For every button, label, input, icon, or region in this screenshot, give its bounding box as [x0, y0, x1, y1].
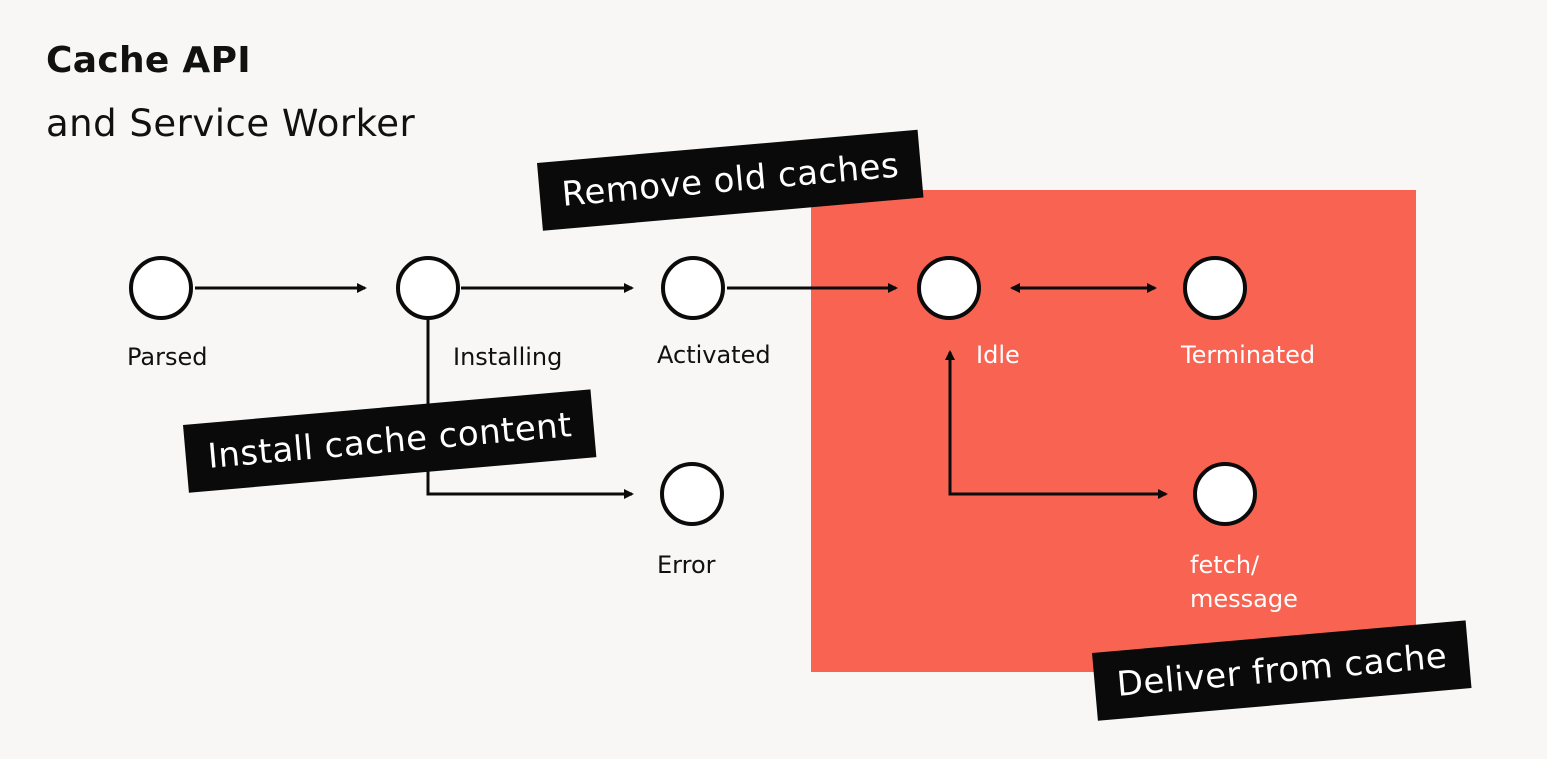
arrow-installing-error	[426, 320, 634, 499]
label-parsed: Parsed	[127, 343, 208, 371]
state-fetch-node	[1193, 462, 1257, 526]
label-activated: Activated	[657, 341, 771, 369]
label-fetch-line2: message	[1190, 585, 1298, 613]
label-idle: Idle	[976, 341, 1020, 369]
state-terminated-node	[1183, 256, 1247, 320]
label-installing: Installing	[453, 343, 563, 371]
label-error: Error	[657, 551, 716, 579]
label-terminated: Terminated	[1181, 341, 1316, 369]
state-parsed-node	[129, 256, 193, 320]
label-fetch-line1: fetch/	[1190, 551, 1260, 579]
state-idle-node	[917, 256, 981, 320]
diagram-subtitle: and Service Worker	[46, 102, 416, 145]
state-error-node	[660, 462, 724, 526]
state-installing-node	[396, 256, 460, 320]
diagram-title: Cache API	[46, 40, 251, 81]
state-activated-node	[661, 256, 725, 320]
arrow-idle-fetch	[945, 350, 1168, 499]
